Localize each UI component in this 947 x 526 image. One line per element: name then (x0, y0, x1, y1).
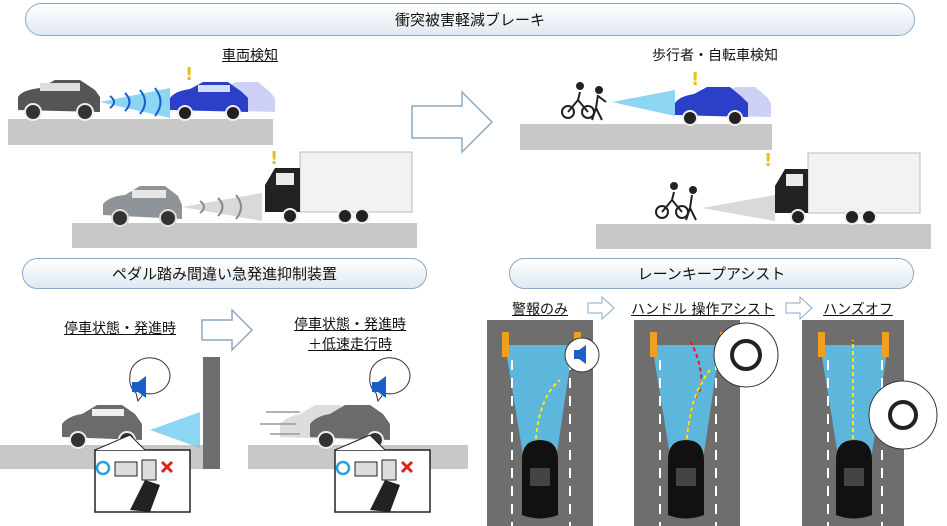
pedal-right-label-2: ＋低速走行時 (308, 337, 392, 353)
warning-icon: ! (764, 150, 773, 171)
pedal-title-text: ペダル踏み間違い急発進抑制装置 (111, 265, 337, 283)
road-slab (596, 224, 931, 249)
pedal-left-label: 停車状態・発進時 (64, 321, 176, 337)
speaker-bubble-icon (129, 357, 171, 403)
grey-car-icon (103, 186, 182, 227)
radar-beam-icon (612, 90, 675, 116)
transition-arrow-icon (587, 295, 615, 321)
grey-beam-icon (702, 195, 775, 221)
pedal-right-label-1: 停車状態・発進時 (294, 317, 406, 333)
pedestrian-detect-label: 歩行者・自転車検知 (652, 48, 778, 64)
brake-title-text: 衝突被害軽減ブレーキ (394, 11, 545, 29)
warning-icon: ! (691, 69, 700, 90)
radar-beam-icon (150, 412, 200, 448)
lane-step2-label: ハンドル 操作アシスト (631, 302, 775, 318)
lane-road-3 (802, 320, 938, 526)
lane-step1-label: 警報のみ (512, 302, 568, 318)
pedal-inset (334, 434, 431, 513)
lane-road-1 (487, 320, 600, 526)
road-slab (8, 119, 273, 145)
vehicle-detect-label: 車両検知 (222, 48, 278, 64)
cyclist-pedestrian-icon (561, 82, 607, 121)
truck-icon (775, 152, 921, 225)
warning-icon: ! (185, 64, 194, 85)
dark-car-icon (18, 80, 100, 121)
cyclist-pedestrian-icon (655, 182, 697, 221)
road-slab (72, 223, 417, 248)
warning-icon: ! (270, 148, 279, 169)
pedal-inset (94, 434, 191, 513)
transition-arrow-icon (785, 295, 813, 321)
transition-arrow-icon (411, 90, 494, 154)
lane-section-title: レーンキープアシスト (509, 258, 914, 289)
radar-beam-icon (100, 87, 170, 118)
brake-section-title: 衝突被害軽減ブレーキ (25, 3, 915, 36)
road-slab (520, 124, 772, 150)
pedal-section-title: ペダル踏み間違い急発進抑制装置 (22, 258, 427, 289)
transition-arrow-icon (201, 308, 254, 352)
wall (203, 357, 220, 469)
grey-beam-icon (182, 193, 262, 221)
lane-road-2 (634, 320, 779, 526)
lane-step3-label: ハンズオフ (823, 302, 893, 318)
lane-title-text: レーンキープアシスト (637, 265, 786, 283)
blue-car-icon (170, 82, 275, 121)
truck-icon (265, 151, 413, 224)
blue-car-icon (675, 87, 771, 126)
speaker-bubble-icon (369, 357, 411, 403)
